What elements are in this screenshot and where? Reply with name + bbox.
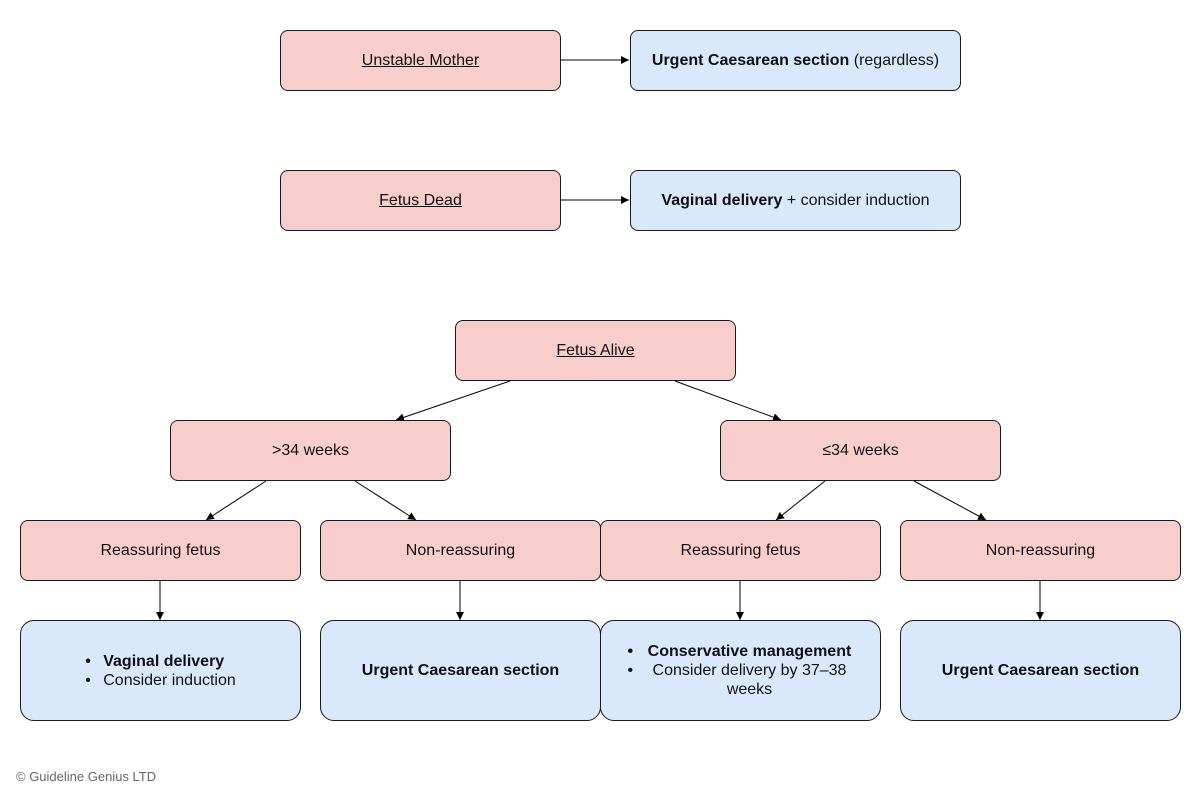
outcome-item-vaginal-delivery: Vaginal delivery [85,652,236,671]
vaginal-delivery-induction-node: Vaginal delivery + consider induction [630,170,961,231]
le34-reassuring-node: Reassuring fetus [600,520,881,581]
unstable-mother-node: Unstable Mother [280,30,561,91]
arrow-le34-to-reassuring [775,480,826,521]
arrow-gt34-to-reassuring [205,480,267,521]
unstable-mother-label: Unstable Mother [361,52,480,69]
gt34-weeks-node: >34 weeks [170,420,451,481]
le34-weeks-node: ≤34 weeks [720,420,1001,481]
outcome-item-conservative-management: Conservative management [628,642,854,661]
action-bold-text: Urgent Caesarean section [651,52,850,69]
arrow-le34-to-nonreassuring [913,480,987,521]
urgent-caesarean-regardless-node: Urgent Caesarean section (regardless) [630,30,961,91]
arrow-gt34-to-nonreassuring [354,480,417,521]
le34-reassuring-label: Reassuring fetus [680,542,801,559]
fetus-alive-label: Fetus Alive [556,342,635,359]
urgent-caesarean-regardless-label: Urgent Caesarean section (regardless) [652,51,939,70]
gt34-reassuring-outcome-node: Vaginal delivery Consider induction [20,620,301,721]
outcome-item-consider-delivery: Consider delivery by 37–38 weeks [628,661,854,699]
arrow-alive-to-gt34 [395,380,511,422]
fetus-dead-node: Fetus Dead [280,170,561,231]
gt34-nonreassuring-label: Non-reassuring [405,542,516,559]
action-rest-text: (regardless) [849,52,940,69]
le34-reassuring-outcome-list: Conservative management Consider deliver… [628,642,854,699]
gt34-reassuring-node: Reassuring fetus [20,520,301,581]
fetus-alive-node: Fetus Alive [455,320,736,381]
le34-reassuring-outcome-node: Conservative management Consider deliver… [600,620,881,721]
urgent-caesarean-label: Urgent Caesarean section [361,662,560,679]
copyright-footer: © Guideline Genius LTD [16,769,157,784]
gt34-nonreassuring-node: Non-reassuring [320,520,601,581]
gt34-reassuring-label: Reassuring fetus [100,542,221,559]
gt34-weeks-label: >34 weeks [272,442,349,459]
outcome-item-consider-induction: Consider induction [85,671,236,690]
fetus-dead-label: Fetus Dead [379,192,462,209]
vaginal-delivery-induction-label: Vaginal delivery + consider induction [661,191,929,210]
le34-nonreassuring-label: Non-reassuring [985,542,1096,559]
urgent-caesarean-label: Urgent Caesarean section [941,662,1140,679]
gt34-nonreassuring-outcome-node: Urgent Caesarean section [320,620,601,721]
le34-nonreassuring-outcome-node: Urgent Caesarean section [900,620,1181,721]
action-bold-text: Vaginal delivery [661,192,783,209]
le34-weeks-label: ≤34 weeks [822,442,899,459]
le34-nonreassuring-node: Non-reassuring [900,520,1181,581]
gt34-reassuring-outcome-list: Vaginal delivery Consider induction [85,652,236,690]
arrow-alive-to-le34 [674,380,782,421]
action-rest-text: + consider induction [782,192,930,209]
